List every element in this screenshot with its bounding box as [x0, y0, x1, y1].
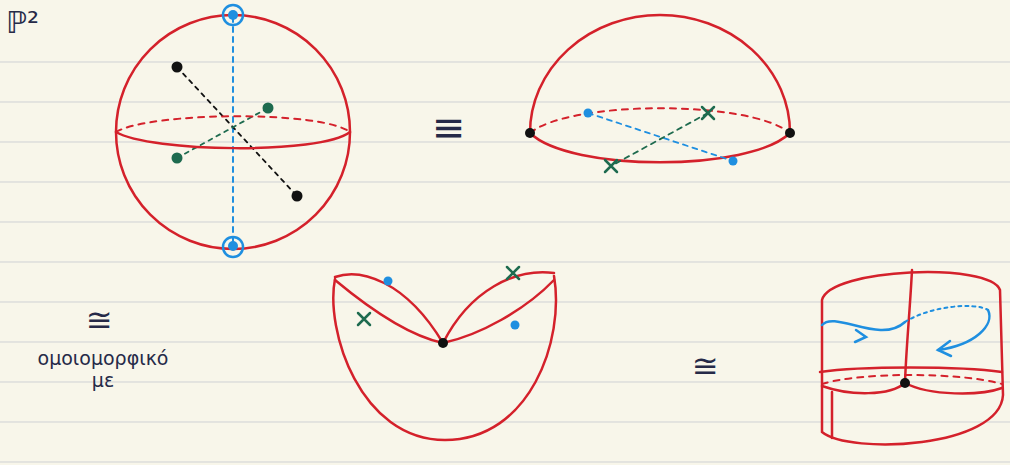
ruled-lines — [0, 62, 1010, 462]
equivalence-sign: ≡ — [432, 104, 466, 150]
homeomorphic-sign: ≅ — [692, 348, 719, 385]
hemisphere-figure — [525, 15, 795, 172]
sphere-figure — [116, 5, 350, 257]
crosscap-figure — [820, 270, 1003, 444]
title-symbol: ℙ² — [6, 6, 39, 41]
pinched-figure — [333, 267, 556, 440]
homeomorphic-sign: ≅ — [86, 302, 113, 339]
note-text: ομοιομορφικό με — [28, 348, 178, 392]
